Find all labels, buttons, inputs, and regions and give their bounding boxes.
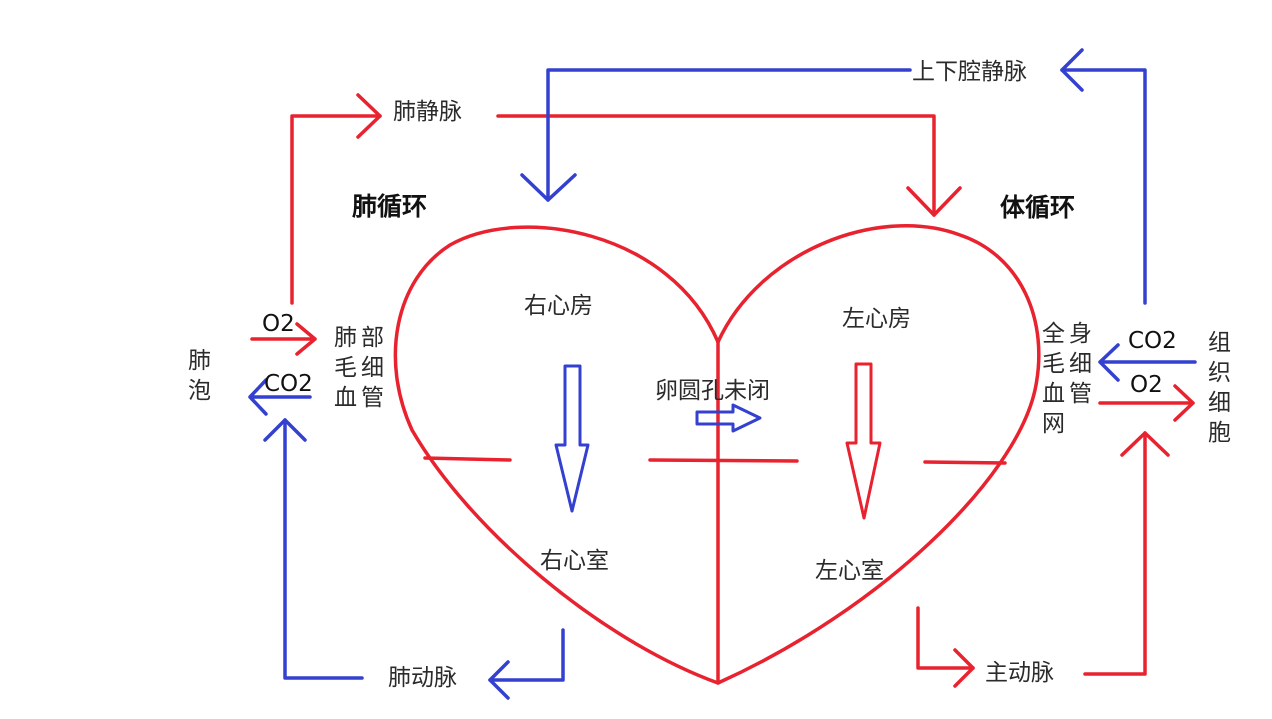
right-atrium-label: 右心房 [524, 293, 593, 319]
pulmonary-circulation-label: 肺循环 [352, 192, 428, 221]
vena-cava-to-right-atrium [546, 68, 912, 202]
pulmonary-artery-label: 肺动脉 [388, 665, 457, 691]
aorta-arrowhead [953, 648, 975, 688]
co2-left-label: CO2 [264, 371, 313, 397]
aorta-line [916, 606, 975, 670]
aorta-to-body-capillaries [1083, 431, 1147, 676]
lung-capillaries-label: 肺部毛细血管 [334, 325, 388, 411]
alveoli-label: 肺泡 [188, 348, 211, 404]
o2-left-label: O2 [262, 311, 295, 337]
pulmonary-vein-line [290, 114, 382, 305]
pulmonary-vein-to-left-atrium [496, 114, 936, 217]
systemic-circulation-label: 体循环 [1000, 193, 1076, 222]
vena-cava-arrowhead [1060, 48, 1084, 92]
pulmonary-vein-arrowhead [356, 93, 382, 139]
pulmonary-artery-return [283, 418, 364, 680]
vena-cava-label: 上下腔静脉 [912, 59, 1027, 85]
aorta-label: 主动脉 [985, 660, 1054, 686]
co2-right-label: CO2 [1128, 328, 1177, 354]
center-divider [648, 458, 799, 463]
left-atrium-label: 左心房 [842, 306, 911, 332]
body-capillary-inflow-arrowhead [1120, 431, 1170, 457]
la-lv-arrow [845, 362, 882, 520]
vena-cava-line [1060, 68, 1147, 305]
co2-left-arrow [248, 378, 312, 416]
pulmonary-vein-label: 肺静脉 [393, 99, 462, 125]
lung-capillary-inflow-arrowhead [263, 418, 307, 442]
pulmonary-artery-arrowhead [488, 660, 510, 700]
left-atrium-inflow-arrowhead [906, 186, 962, 217]
left-ventricle-label: 左心室 [815, 558, 884, 584]
foramen-ovale-label: 卵圆孔未闭 [655, 378, 770, 404]
o2-right-arrow [1098, 384, 1195, 422]
right-ventricle-label: 右心室 [540, 548, 609, 574]
o2-right-label: O2 [1130, 372, 1163, 398]
o2-left-arrow [250, 322, 317, 356]
pulmonary-artery-line [488, 628, 565, 682]
foramen-ovale-arrow [695, 403, 762, 433]
ra-rv-arrow [554, 364, 590, 513]
tissue-cells-label: 组织细胞 [1208, 330, 1231, 446]
co2-right-arrow [1098, 343, 1197, 382]
right-atrium-inflow-arrowhead [520, 173, 577, 202]
body-capillaries-label: 全身毛细血管网 [1042, 321, 1096, 437]
right-divider [423, 456, 512, 462]
left-divider [923, 460, 1007, 465]
